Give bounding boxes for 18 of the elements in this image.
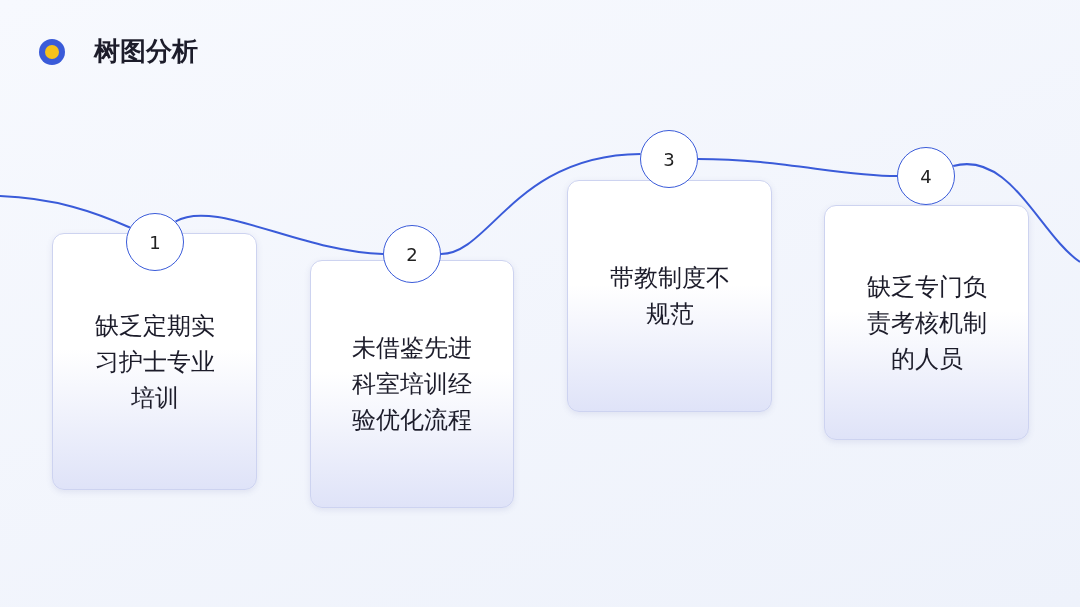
card-text: 带教制度不规范 <box>608 263 731 330</box>
step-card <box>824 205 1029 440</box>
timeline-curve <box>174 214 384 255</box>
step-number-circle: 1 <box>126 213 184 271</box>
step-number-circle: 2 <box>383 225 441 283</box>
step-number-circle: 3 <box>640 130 698 188</box>
timeline-curve <box>440 152 642 255</box>
timeline-curve <box>697 158 898 177</box>
step-card <box>310 260 514 508</box>
step-card <box>52 233 257 490</box>
step-number-circle: 4 <box>897 147 955 205</box>
title: 树图分析 <box>94 35 198 68</box>
card-text: 未借鉴先进科室培训经验优化流程 <box>351 333 473 436</box>
timeline-curve <box>952 163 1080 263</box>
card-text: 缺乏定期实习护士专业培训 <box>93 310 216 414</box>
card-text: 缺乏专门负责考核机制的人员 <box>865 271 988 375</box>
timeline-curve <box>0 195 131 229</box>
step-card <box>567 180 772 412</box>
